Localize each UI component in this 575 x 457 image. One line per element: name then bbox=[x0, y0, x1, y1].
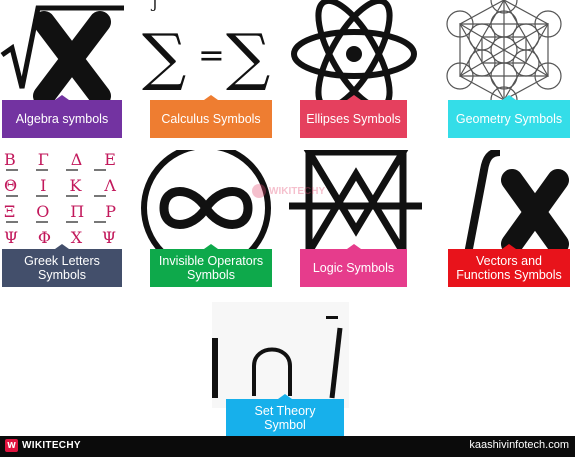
square-root-x-icon bbox=[0, 0, 124, 105]
atom-icon bbox=[287, 0, 422, 105]
tile-label: Logic Symbols bbox=[300, 244, 407, 287]
footer-bar: W WIKITECHY kaashivinfotech.com bbox=[0, 436, 575, 457]
tile-label: Invisible Operators Symbols bbox=[150, 244, 272, 287]
greek-letter: Θ bbox=[4, 176, 18, 195]
greek-letter: Ε bbox=[104, 150, 116, 169]
tile-invisible-operators-symbols[interactable]: Invisible Operators Symbols bbox=[140, 150, 272, 290]
tile-label: Set Theory Symbol bbox=[226, 394, 344, 436]
tile-ellipses-symbols[interactable]: Ellipses Symbols bbox=[287, 0, 422, 140]
tile-label: Vectors and Functions Symbols bbox=[448, 244, 570, 287]
greek-letter: Δ bbox=[70, 150, 83, 169]
greek-letter: Ξ bbox=[4, 202, 16, 221]
footer-site-link[interactable]: kaashivinfotech.com bbox=[469, 439, 569, 451]
greek-letters-chart-icon: Β Γ Δ Ε Θ Ι Κ Λ Ξ Ο Π Ρ Ψ Φ Χ Ψ bbox=[0, 150, 124, 255]
infinity-icon bbox=[140, 150, 272, 255]
greek-letter: Π bbox=[70, 202, 85, 221]
wikitechy-logo-icon: W bbox=[5, 439, 18, 452]
greek-letter: Ψ bbox=[101, 228, 116, 247]
greek-letter: Ψ bbox=[4, 228, 19, 247]
tile-set-theory-symbol[interactable]: Set Theory Symbol bbox=[212, 302, 349, 438]
tile-greek-letters-symbols[interactable]: Β Γ Δ Ε Θ Ι Κ Λ Ξ Ο Π Ρ Ψ Φ Χ Ψ bbox=[0, 150, 124, 290]
greek-letter: Κ bbox=[69, 176, 82, 195]
greek-letter: Λ bbox=[104, 176, 116, 195]
greek-letter: Β bbox=[4, 150, 16, 169]
tile-label: Greek Letters Symbols bbox=[2, 244, 122, 287]
svg-text:=: = bbox=[198, 36, 225, 74]
function-x-icon bbox=[438, 150, 571, 255]
greek-letter: Φ bbox=[37, 228, 51, 247]
logic-glyph-icon bbox=[287, 150, 422, 255]
tile-label: Algebra symbols bbox=[2, 95, 122, 138]
tile-logic-symbols[interactable]: Logic Symbols bbox=[287, 150, 422, 290]
tile-algebra-symbols[interactable]: Algebra symbols bbox=[0, 0, 124, 140]
svg-text:∑: ∑ bbox=[142, 20, 186, 93]
greek-letter: Ρ bbox=[105, 202, 116, 221]
svg-text:J: J bbox=[150, 0, 158, 12]
summation-icon: J ∑ = ∑ bbox=[140, 0, 272, 105]
svg-text:∑: ∑ bbox=[226, 20, 270, 93]
tile-label: Ellipses Symbols bbox=[300, 95, 407, 138]
tile-geometry-symbols[interactable]: Geometry Symbols bbox=[438, 0, 571, 140]
greek-letter: Γ bbox=[37, 150, 49, 169]
footer-brand[interactable]: W WIKITECHY bbox=[5, 439, 81, 452]
tile-vectors-functions-symbols[interactable]: Vectors and Functions Symbols bbox=[438, 150, 571, 290]
greek-letter: Χ bbox=[70, 228, 83, 247]
tile-label: Geometry Symbols bbox=[448, 95, 570, 138]
metatron-cube-icon bbox=[438, 0, 571, 105]
tile-label: Calculus Symbols bbox=[150, 95, 272, 138]
intersection-icon bbox=[212, 302, 349, 408]
footer-brand-text: WIKITECHY bbox=[22, 440, 81, 451]
greek-letter: Ο bbox=[36, 202, 50, 221]
tile-calculus-symbols[interactable]: J ∑ = ∑ Calculus Symbols bbox=[140, 0, 272, 140]
greek-letter: Ι bbox=[40, 176, 47, 195]
